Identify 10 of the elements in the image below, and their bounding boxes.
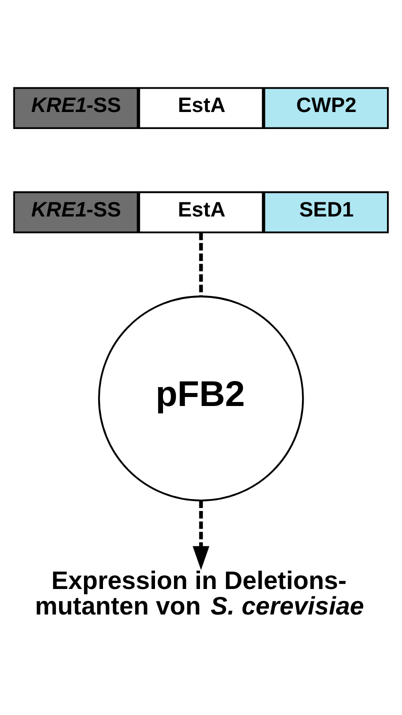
node-box: EstA bbox=[138, 191, 264, 234]
node-box: EstA bbox=[138, 87, 264, 130]
arrow bbox=[192, 500, 210, 570]
connector bbox=[199, 232, 203, 296]
node-box: KRE1-SS bbox=[13, 87, 139, 130]
node-box: KRE1-SS bbox=[13, 191, 139, 234]
node-circle: pFB2 bbox=[98, 296, 304, 502]
node-text: Expression in Deletions- mutanten von S. cerevisiae bbox=[34, 567, 364, 621]
node-box: CWP2 bbox=[263, 87, 389, 130]
node-box: SED1 bbox=[263, 191, 389, 234]
